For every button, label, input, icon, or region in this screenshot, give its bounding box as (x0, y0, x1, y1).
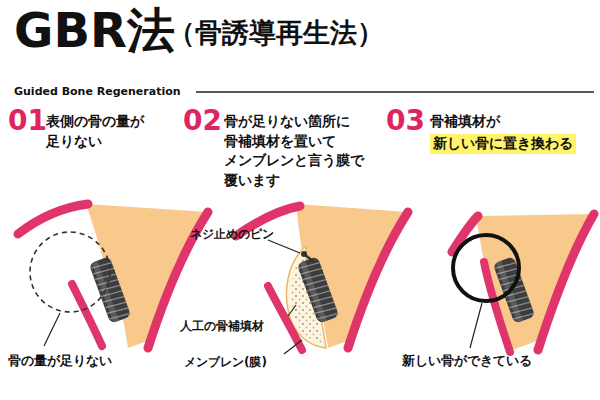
subtitle: （骨誘導再生法） (168, 14, 384, 52)
leader-line (470, 303, 482, 348)
gum (348, 212, 408, 348)
step-text: 骨補填材が (430, 112, 500, 132)
implant (297, 256, 340, 324)
step-number: 01 (8, 106, 47, 137)
step-text: 骨が足りない箇所に 骨補填材を置いて メンブレンと言う膜で 覆います (224, 112, 389, 190)
leader-line (284, 340, 302, 354)
callout-label: 新しい骨ができている (402, 352, 532, 370)
new-bone-circle (453, 235, 519, 301)
leader-line (268, 240, 300, 253)
step-text-highlight: 新しい骨に置き換わる (430, 134, 576, 154)
lip (452, 216, 478, 252)
panel-regenerated (452, 214, 594, 352)
callout-label: 人工の骨補填材 (180, 318, 264, 335)
gum (72, 284, 102, 346)
gum (268, 286, 302, 350)
leader-line (44, 313, 60, 346)
english-subtitle: Guided Bone Regeneration (14, 84, 181, 99)
callout-label: メンブレン(膜) (184, 354, 267, 371)
gum (538, 214, 594, 350)
implant (493, 256, 536, 324)
callout-label: 骨の量が足りない (8, 352, 112, 370)
lip (18, 204, 88, 234)
callout-label: ネジ止めのピン (190, 226, 274, 243)
title: GBR法 (14, 2, 175, 60)
panel-deficient (18, 204, 208, 348)
pin (301, 251, 314, 262)
step-number: 02 (183, 106, 222, 137)
step-number: 03 (386, 106, 425, 137)
header-rule (196, 91, 594, 93)
step-text: 表側の骨の量が 足りない (46, 112, 176, 151)
leader-line (288, 305, 296, 316)
deficit-circle (30, 232, 110, 312)
